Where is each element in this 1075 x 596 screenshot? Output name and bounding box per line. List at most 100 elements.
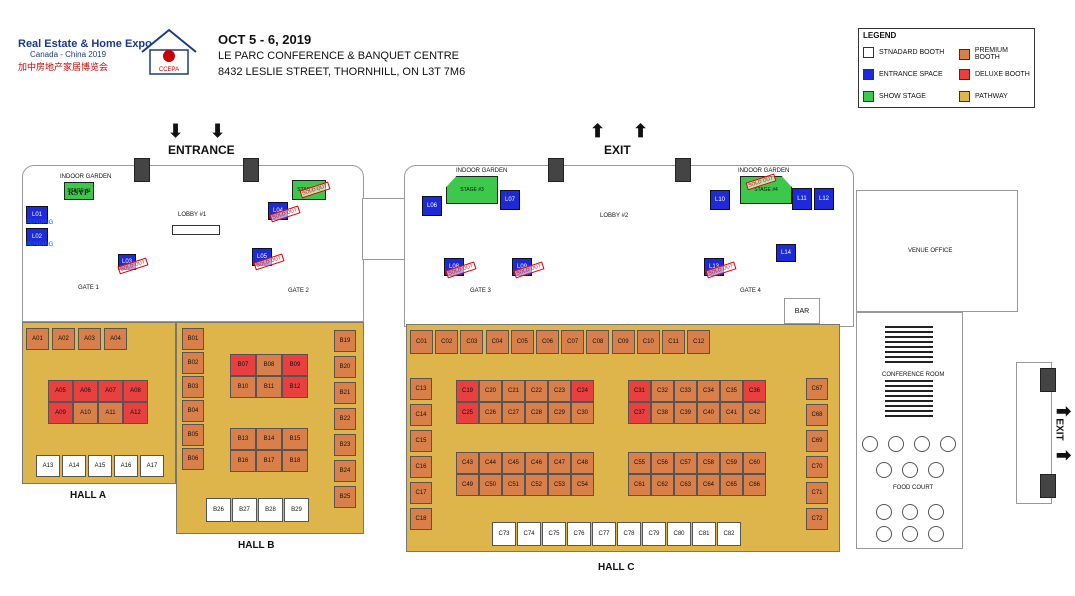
booth-c82[interactable]: C82 bbox=[717, 522, 741, 546]
booth-a17[interactable]: A17 bbox=[140, 455, 164, 477]
booth-a10[interactable]: A10 bbox=[73, 402, 98, 424]
entrance-booth-l06[interactable]: L06 bbox=[422, 196, 442, 216]
booth-c40[interactable]: C40 bbox=[697, 402, 720, 424]
booth-a08[interactable]: A08 bbox=[123, 380, 148, 402]
booth-c18[interactable]: C18 bbox=[410, 508, 432, 530]
booth-b02[interactable]: B02 bbox=[182, 352, 204, 374]
booth-c25[interactable]: C25 bbox=[456, 402, 479, 424]
booth-a02[interactable]: A02 bbox=[52, 328, 75, 350]
booth-c41[interactable]: C41 bbox=[720, 402, 743, 424]
booth-c43[interactable]: C43 bbox=[456, 452, 479, 474]
booth-b03[interactable]: B03 bbox=[182, 376, 204, 398]
booth-c01[interactable]: C01 bbox=[410, 330, 433, 354]
booth-c74[interactable]: C74 bbox=[517, 522, 541, 546]
booth-c31[interactable]: C31 bbox=[628, 380, 651, 402]
entrance-booth-l02[interactable]: L02 bbox=[26, 228, 48, 246]
booth-a03[interactable]: A03 bbox=[78, 328, 101, 350]
booth-c10[interactable]: C10 bbox=[636, 330, 660, 354]
entrance-booth-l11[interactable]: L11 bbox=[792, 188, 812, 210]
booth-c47[interactable]: C47 bbox=[548, 452, 571, 474]
booth-c69[interactable]: C69 bbox=[806, 430, 828, 452]
booth-c49[interactable]: C49 bbox=[456, 474, 479, 496]
booth-c26[interactable]: C26 bbox=[479, 402, 502, 424]
booth-b14[interactable]: B14 bbox=[256, 428, 282, 450]
booth-c24[interactable]: C24 bbox=[571, 380, 594, 402]
booth-c51[interactable]: C51 bbox=[502, 474, 525, 496]
booth-c09[interactable]: C09 bbox=[611, 330, 635, 354]
entrance-booth-l10[interactable]: L10 bbox=[710, 190, 730, 210]
booth-b25[interactable]: B25 bbox=[334, 486, 356, 508]
stage-3[interactable]: STAGE #3 bbox=[446, 176, 498, 204]
booth-b26[interactable]: B26 bbox=[206, 498, 231, 522]
booth-c71[interactable]: C71 bbox=[806, 482, 828, 504]
booth-a05[interactable]: A05 bbox=[48, 380, 73, 402]
booth-c60[interactable]: C60 bbox=[743, 452, 766, 474]
booth-a07[interactable]: A07 bbox=[98, 380, 123, 402]
booth-c05[interactable]: C05 bbox=[510, 330, 534, 354]
booth-b29[interactable]: B29 bbox=[284, 498, 309, 522]
booth-c53[interactable]: C53 bbox=[548, 474, 571, 496]
booth-c65[interactable]: C65 bbox=[720, 474, 743, 496]
booth-b28[interactable]: B28 bbox=[258, 498, 283, 522]
booth-c78[interactable]: C78 bbox=[617, 522, 641, 546]
booth-b19[interactable]: B19 bbox=[334, 330, 356, 352]
booth-a13[interactable]: A13 bbox=[36, 455, 60, 477]
stage-1[interactable]: STAGE #1 bbox=[64, 182, 94, 200]
booth-c44[interactable]: C44 bbox=[479, 452, 502, 474]
booth-c34[interactable]: C34 bbox=[697, 380, 720, 402]
booth-c15[interactable]: C15 bbox=[410, 430, 432, 452]
booth-a11[interactable]: A11 bbox=[98, 402, 123, 424]
entrance-booth-l12[interactable]: L12 bbox=[814, 188, 834, 210]
booth-a12[interactable]: A12 bbox=[123, 402, 148, 424]
booth-b13[interactable]: B13 bbox=[230, 428, 256, 450]
booth-c21[interactable]: C21 bbox=[502, 380, 525, 402]
booth-a16[interactable]: A16 bbox=[114, 455, 138, 477]
booth-c46[interactable]: C46 bbox=[525, 452, 548, 474]
booth-c23[interactable]: C23 bbox=[548, 380, 571, 402]
entrance-booth-l07[interactable]: L07 bbox=[500, 190, 520, 210]
booth-c77[interactable]: C77 bbox=[592, 522, 616, 546]
booth-c30[interactable]: C30 bbox=[571, 402, 594, 424]
booth-c55[interactable]: C55 bbox=[628, 452, 651, 474]
booth-c19[interactable]: C19 bbox=[456, 380, 479, 402]
booth-b23[interactable]: B23 bbox=[334, 434, 356, 456]
booth-c68[interactable]: C68 bbox=[806, 404, 828, 426]
booth-c22[interactable]: C22 bbox=[525, 380, 548, 402]
booth-c16[interactable]: C16 bbox=[410, 456, 432, 478]
booth-c12[interactable]: C12 bbox=[687, 330, 711, 354]
booth-a15[interactable]: A15 bbox=[88, 455, 112, 477]
booth-c17[interactable]: C17 bbox=[410, 482, 432, 504]
booth-c28[interactable]: C28 bbox=[525, 402, 548, 424]
booth-c81[interactable]: C81 bbox=[692, 522, 716, 546]
booth-b04[interactable]: B04 bbox=[182, 400, 204, 422]
booth-a04[interactable]: A04 bbox=[104, 328, 127, 350]
booth-c80[interactable]: C80 bbox=[667, 522, 691, 546]
booth-c57[interactable]: C57 bbox=[674, 452, 697, 474]
booth-b18[interactable]: B18 bbox=[282, 450, 308, 472]
booth-b01[interactable]: B01 bbox=[182, 328, 204, 350]
booth-b07[interactable]: B07 bbox=[230, 354, 256, 376]
booth-a01[interactable]: A01 bbox=[26, 328, 49, 350]
booth-c79[interactable]: C79 bbox=[642, 522, 666, 546]
booth-b21[interactable]: B21 bbox=[334, 382, 356, 404]
booth-b17[interactable]: B17 bbox=[256, 450, 282, 472]
booth-c59[interactable]: C59 bbox=[720, 452, 743, 474]
booth-c73[interactable]: C73 bbox=[492, 522, 516, 546]
booth-b06[interactable]: B06 bbox=[182, 448, 204, 470]
booth-b11[interactable]: B11 bbox=[256, 376, 282, 398]
booth-b05[interactable]: B05 bbox=[182, 424, 204, 446]
booth-c33[interactable]: C33 bbox=[674, 380, 697, 402]
booth-c52[interactable]: C52 bbox=[525, 474, 548, 496]
booth-a14[interactable]: A14 bbox=[62, 455, 86, 477]
booth-b15[interactable]: B15 bbox=[282, 428, 308, 450]
booth-c07[interactable]: C07 bbox=[561, 330, 585, 354]
booth-b12[interactable]: B12 bbox=[282, 376, 308, 398]
booth-b20[interactable]: B20 bbox=[334, 356, 356, 378]
booth-c61[interactable]: C61 bbox=[628, 474, 651, 496]
booth-c54[interactable]: C54 bbox=[571, 474, 594, 496]
booth-a09[interactable]: A09 bbox=[48, 402, 73, 424]
booth-c48[interactable]: C48 bbox=[571, 452, 594, 474]
booth-b27[interactable]: B27 bbox=[232, 498, 257, 522]
booth-c36[interactable]: C36 bbox=[743, 380, 766, 402]
booth-c63[interactable]: C63 bbox=[674, 474, 697, 496]
